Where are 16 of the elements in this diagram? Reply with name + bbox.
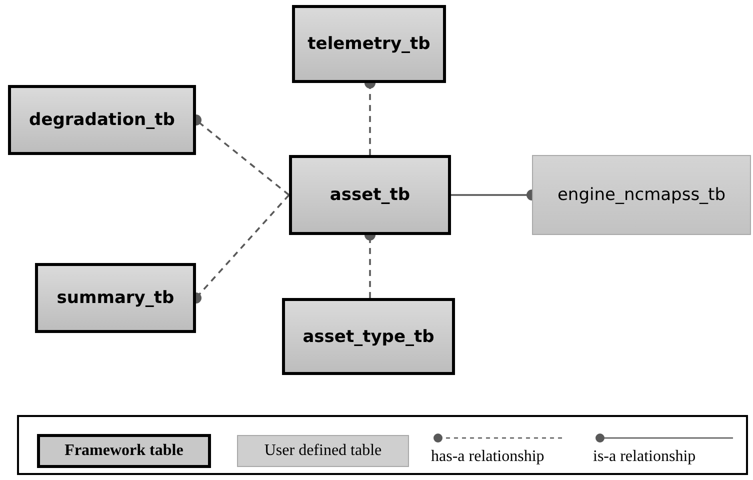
legend-label: is-a relationship [593, 448, 696, 466]
table-box [282, 298, 455, 375]
table-name: asset_type_tb [302, 326, 434, 346]
table-name: degradation_tb [29, 110, 175, 130]
table-name: telemetry_tb [308, 34, 430, 54]
table-box [289, 155, 451, 235]
table-name: engine_ncmapss_tb [557, 185, 726, 205]
table-box [35, 263, 196, 333]
legend-key: User defined table [237, 435, 409, 467]
legend-key: Framework table [37, 434, 211, 468]
legend-label: has-a relationship [431, 448, 544, 466]
table-box [532, 155, 751, 235]
table-box [292, 5, 446, 83]
table-name: summary_tb [56, 288, 174, 308]
table-name: asset_tb [330, 185, 410, 205]
table-box [8, 85, 196, 155]
